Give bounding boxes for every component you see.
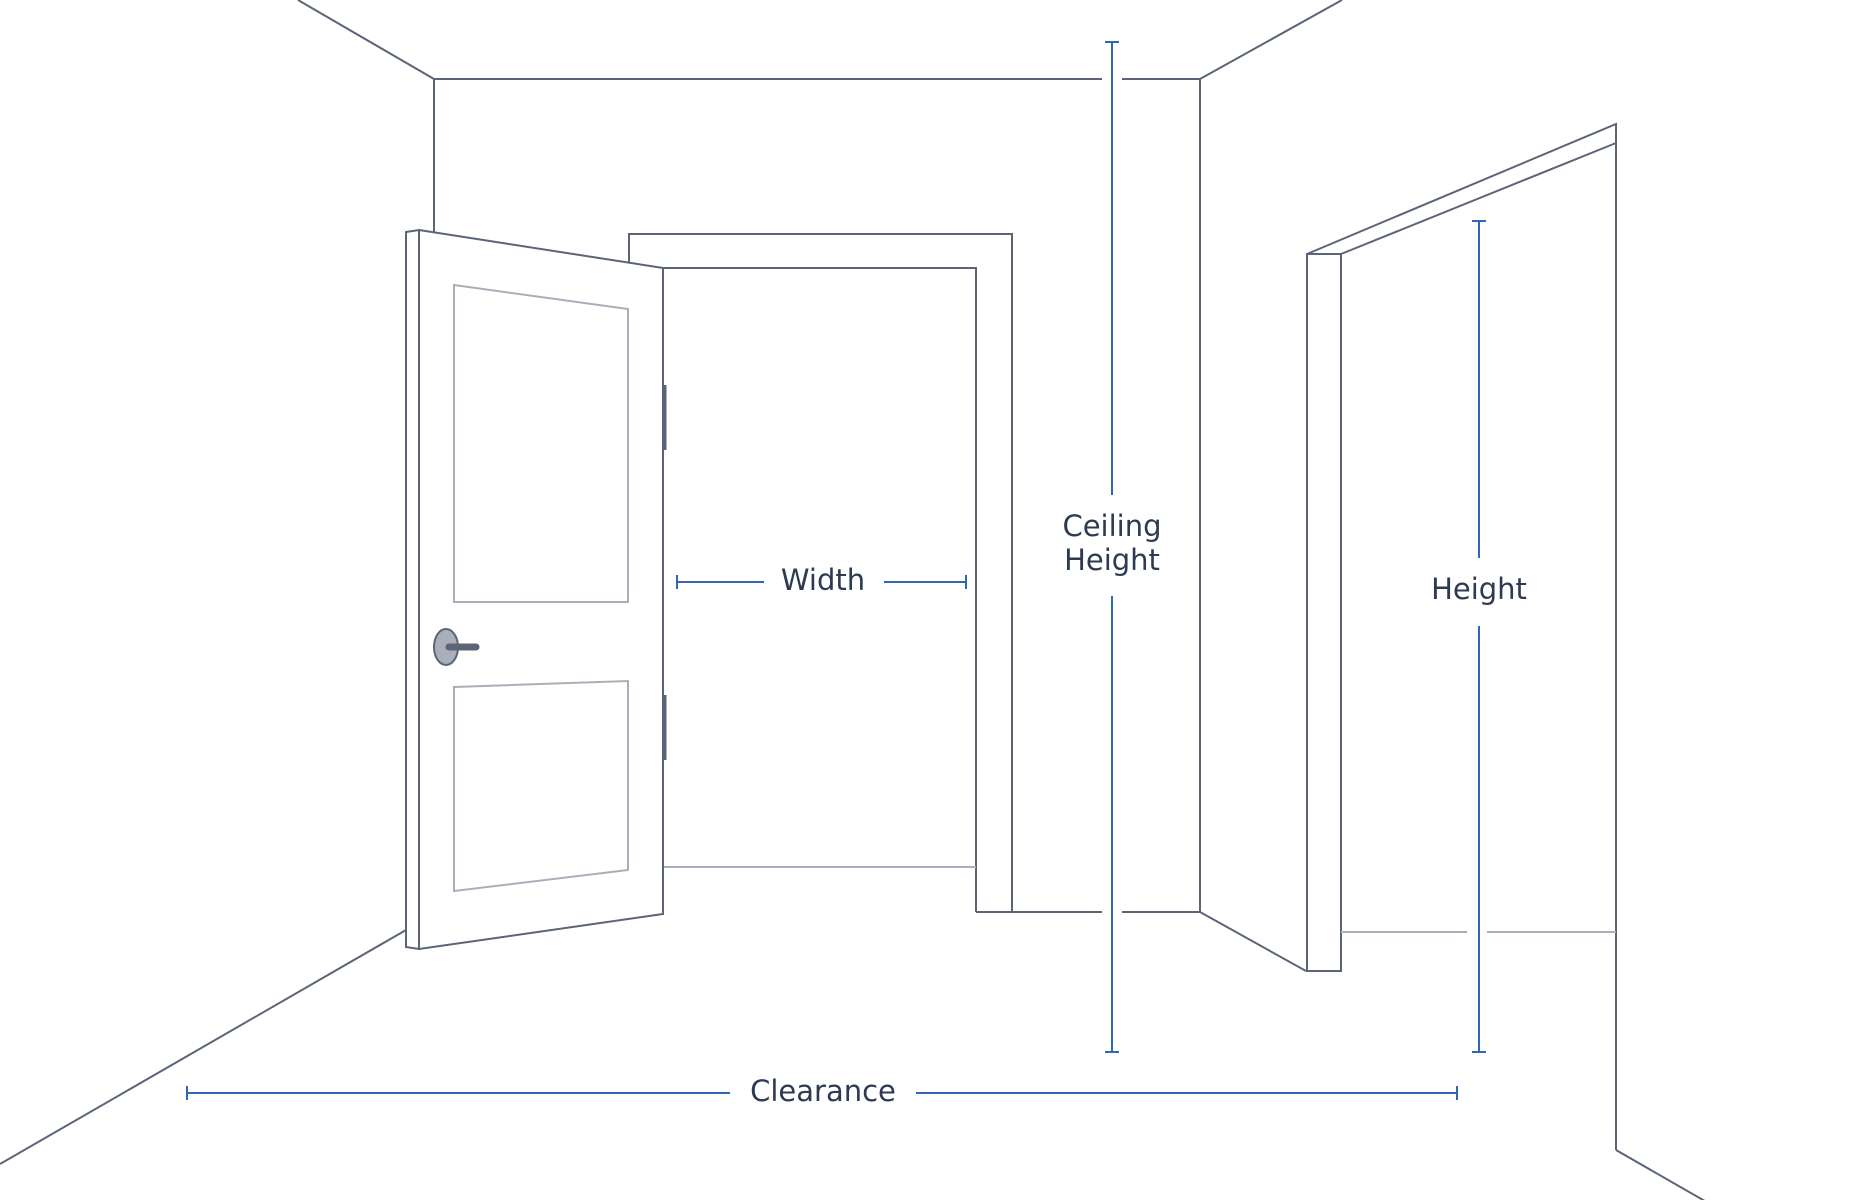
door-frame-outer: [628, 233, 1013, 913]
side-frame-header: [1306, 122, 1617, 1150]
ceiling-height-label-line2: Height: [1064, 543, 1160, 577]
height-dimension: Height: [1431, 220, 1527, 1053]
door-lower-panel: [453, 679, 629, 893]
height-label: Height: [1431, 572, 1527, 606]
ceiling-height-dimension: Ceiling Height: [1062, 41, 1162, 1053]
door-frame-inner: [663, 267, 977, 912]
open-door: [405, 228, 667, 951]
side-wall-floor-edge: [1615, 1149, 1706, 1200]
door-leaf: [418, 228, 664, 951]
door-edge: [405, 228, 420, 951]
left-ceiling-edge: [297, 0, 1102, 80]
clearance-label: Clearance: [750, 1074, 896, 1108]
left-floor-edge: [0, 929, 407, 1165]
side-frame-header-inner: [1340, 142, 1617, 255]
ceiling-height-label-line1: Ceiling: [1062, 509, 1161, 543]
room: [0, 0, 1343, 1165]
door-upper-panel: [453, 283, 629, 603]
back-door-frame: [628, 233, 1013, 913]
width-label: Width: [781, 563, 865, 597]
right-floor-edge: [1199, 911, 1307, 972]
door-handle-icon: [433, 628, 480, 666]
clearance-dimension: Clearance: [186, 1074, 1458, 1108]
side-door-frame: [1306, 122, 1706, 1200]
right-ceiling-edge: [1199, 0, 1343, 80]
side-frame-jamb: [1306, 253, 1342, 972]
width-dimension: Width: [676, 563, 967, 597]
